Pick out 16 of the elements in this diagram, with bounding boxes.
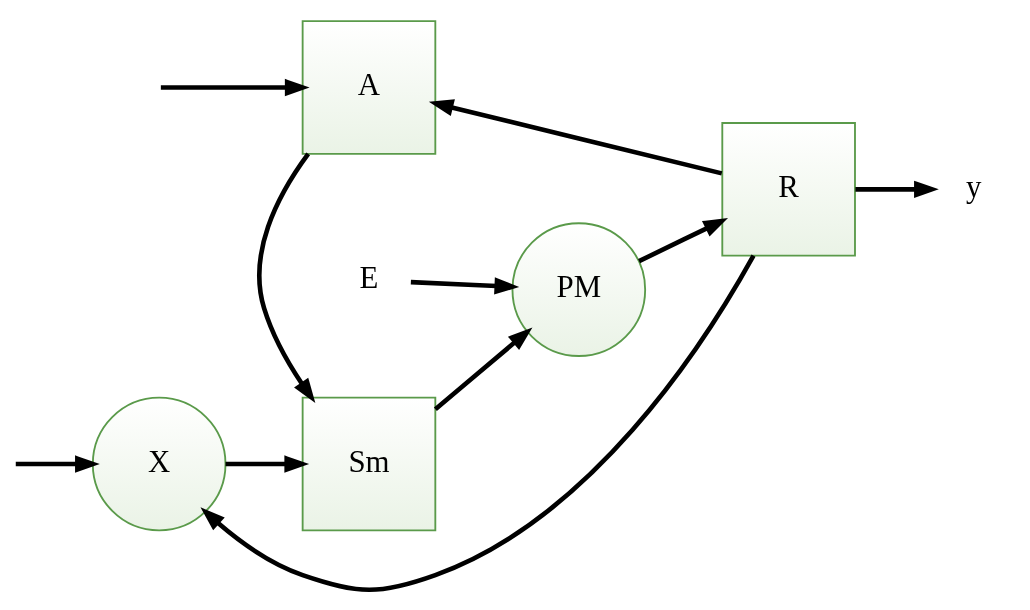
arrow [15,454,100,473]
node-box: Sm [301,396,437,531]
node-text: E [359,260,379,295]
arrow [257,152,316,403]
node-text: y [966,169,982,204]
arrow [855,180,939,198]
arrow [433,326,533,411]
arrow [638,217,728,263]
arrow [428,98,723,176]
arrow [200,254,756,592]
arrow [225,454,310,473]
arrow [160,78,310,96]
arrow [410,276,520,295]
node-circle: PM [511,221,647,357]
node-box: A [301,19,437,155]
node-box: R [721,121,856,257]
